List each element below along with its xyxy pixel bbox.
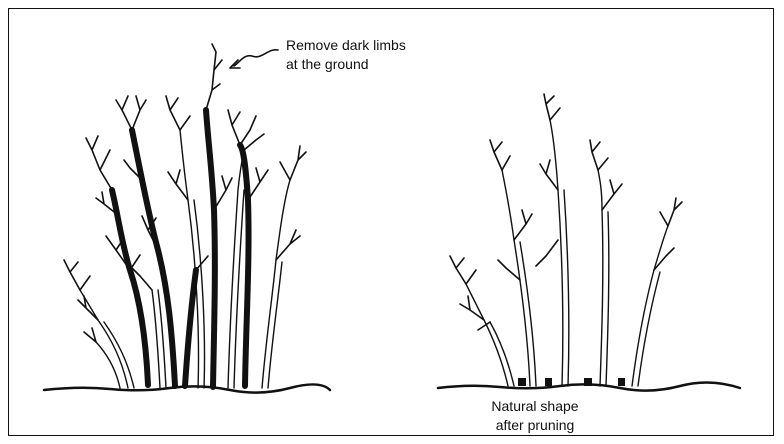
shrub-after-pruning [438, 94, 740, 391]
remove-limbs-note-line2: at the ground [286, 55, 406, 74]
after-pruning-note-line1: Natural shape [491, 397, 578, 416]
shrub-before-pruning [44, 44, 330, 393]
after-pruning-note: Natural shape after pruning [491, 397, 578, 435]
annotation-arrow [234, 50, 278, 66]
remaining-stems [466, 120, 668, 386]
dark-limbs [112, 110, 249, 387]
remove-limbs-note: Remove dark limbs at the ground [286, 36, 406, 74]
after-pruning-note-line2: after pruning [491, 416, 578, 435]
remove-limbs-note-line1: Remove dark limbs [286, 36, 406, 55]
twigs-left [64, 44, 306, 342]
